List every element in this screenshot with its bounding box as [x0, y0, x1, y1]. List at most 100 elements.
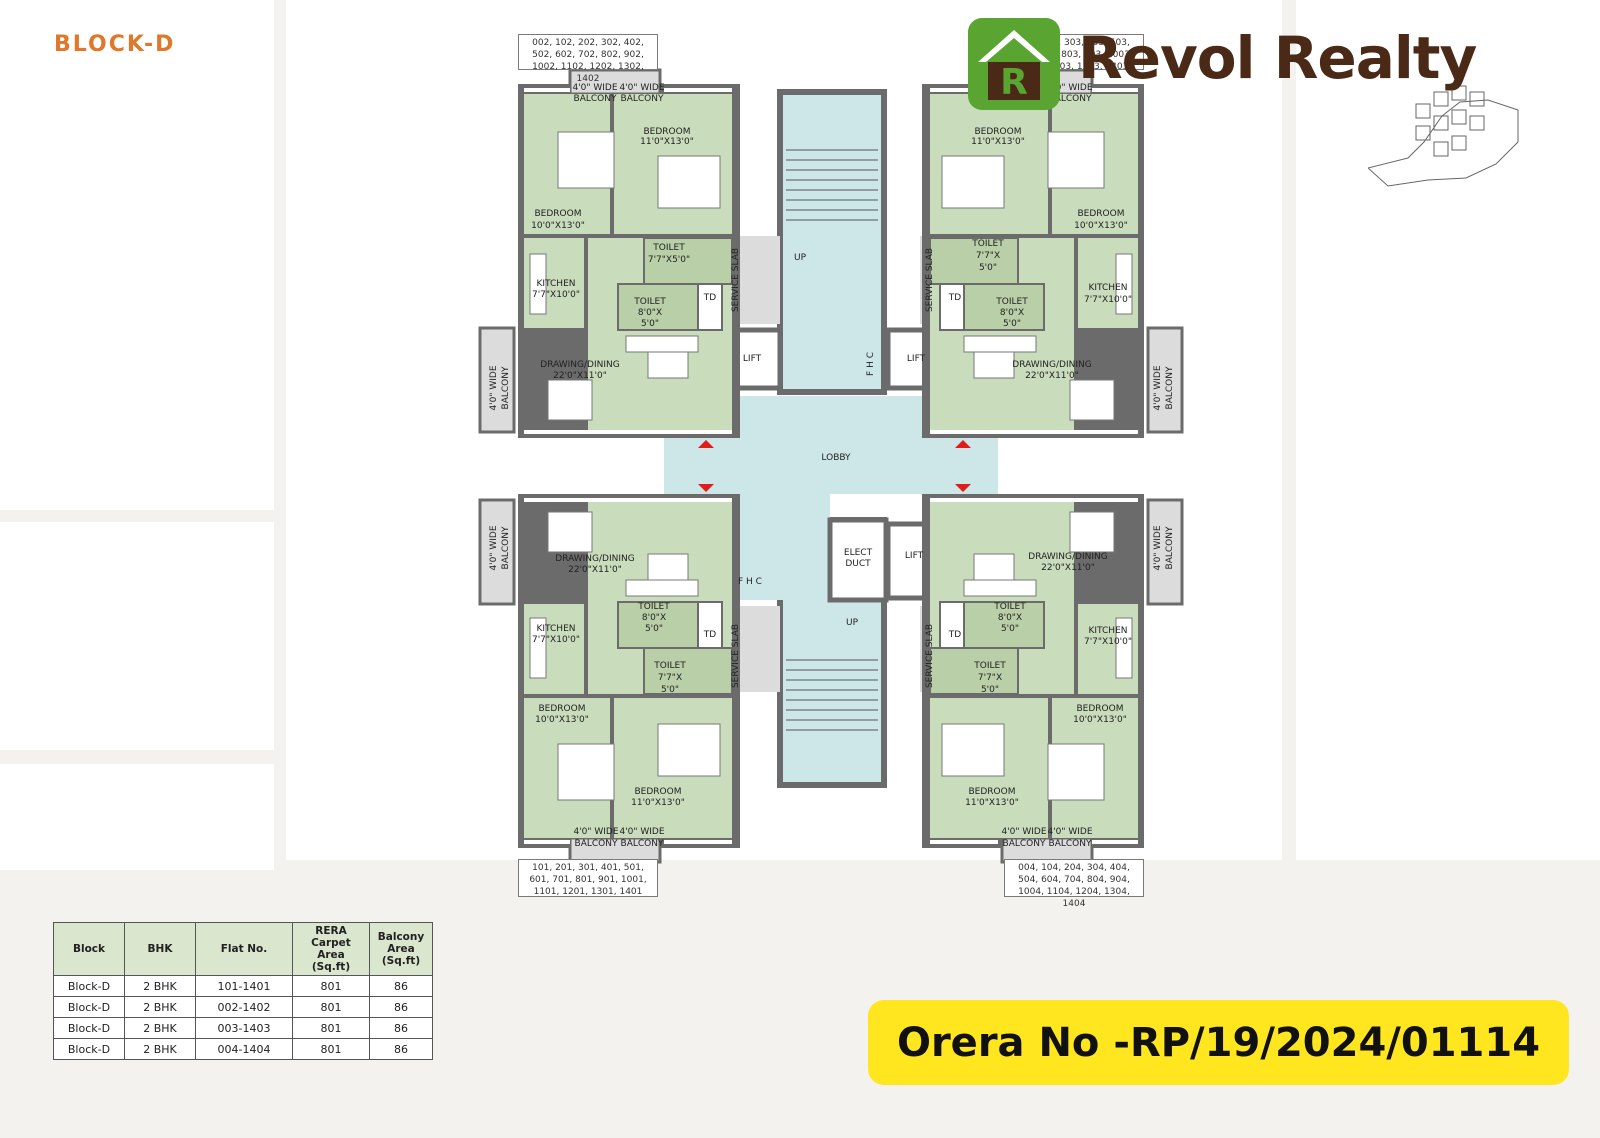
balcony-label: 4'0" WIDE — [1153, 365, 1163, 410]
balcony-label: 4'0" WIDE — [572, 83, 617, 93]
lobby-label: LOBBY — [821, 453, 851, 463]
balcony-label: 4'0" WIDE — [1001, 827, 1046, 837]
elect-duct-label: ELECT — [844, 548, 873, 558]
room-label: BEDROOM — [635, 787, 682, 797]
col-header: BHK — [124, 922, 196, 976]
block-title: BLOCK-D — [54, 32, 176, 57]
room-dim: 5'0" — [1001, 624, 1019, 634]
flat-bottom-left — [478, 492, 742, 864]
balcony-label: 4'0" WIDE — [573, 827, 618, 837]
room-dim: 10'0"X13'0" — [1073, 715, 1127, 725]
flat-list-bottom-left: 101, 201, 301, 401, 501, 601, 701, 801, … — [518, 859, 658, 897]
service-slab-label: SERVICE SLAB — [731, 248, 741, 312]
room-label: TD — [703, 293, 716, 303]
room-dim: 7'7"X10'0" — [532, 635, 580, 645]
balcony-label: 4'0" WIDE — [489, 525, 499, 570]
fhc-label: F H C — [738, 577, 762, 587]
room-dim: 10'0"X13'0" — [1074, 221, 1128, 231]
cell: 801 — [292, 996, 370, 1018]
elect-duct — [827, 517, 889, 603]
room-dim: 7'7"X10'0" — [1084, 637, 1132, 647]
lift-label: LIFT — [905, 551, 924, 561]
room-dim: 5'0" — [979, 263, 997, 273]
area-table: Block BHK Flat No. RERA Carpet Area (Sq.… — [53, 922, 433, 1060]
table-row: Block-D 2 BHK 002-1402 801 86 — [53, 996, 433, 1018]
room-label: TOILET — [971, 239, 1004, 249]
balcony-label: BALCONY — [501, 366, 511, 409]
room-dim: 8'0"X — [638, 308, 662, 318]
room-dim: 11'0"X13'0" — [631, 798, 685, 808]
entry-arrow — [955, 440, 971, 448]
margin-panel-mid — [0, 522, 274, 750]
room-label: KITCHEN — [537, 279, 576, 289]
room-label: TOILET — [652, 243, 685, 253]
col-header: Flat No. — [195, 922, 293, 976]
cell: 86 — [369, 1038, 433, 1060]
cell: Block-D — [53, 996, 125, 1018]
room-dim: 22'0"X11'0" — [1025, 371, 1079, 381]
elect-duct-label: DUCT — [845, 559, 871, 569]
cell: 86 — [369, 975, 433, 997]
table-row: Block-D 2 BHK 004-1404 801 86 — [53, 1038, 433, 1060]
flat-list-top-left: 002, 102, 202, 302, 402, 502, 602, 702, … — [518, 34, 658, 84]
balcony-label: BALCONY — [1165, 366, 1175, 409]
house-icon: R — [978, 30, 1050, 103]
balcony-label: BALCONY — [1049, 839, 1092, 849]
balcony-label: 4'0" WIDE — [1047, 827, 1092, 837]
cell: 801 — [292, 1017, 370, 1039]
room-label: TOILET — [637, 602, 670, 612]
service-slab-label: SERVICE SLAB — [731, 624, 741, 688]
balcony-label: 4'0" WIDE — [489, 365, 499, 410]
room-label: BEDROOM — [1078, 209, 1125, 219]
room-dim: 11'0"X13'0" — [971, 137, 1025, 147]
room-label: DRAWING/DINING — [540, 360, 619, 370]
room-dim: 11'0"X13'0" — [965, 798, 1019, 808]
room-label: TOILET — [633, 297, 666, 307]
cell: 003-1403 — [195, 1017, 293, 1039]
room-label: TOILET — [995, 297, 1028, 307]
cell: 801 — [292, 1038, 370, 1060]
cell: 801 — [292, 975, 370, 997]
room-label: DRAWING/DINING — [555, 554, 634, 564]
cell: 2 BHK — [124, 975, 196, 997]
room-dim: 22'0"X11'0" — [553, 371, 607, 381]
balcony-label: BALCONY — [574, 94, 617, 104]
cell: 004-1404 — [195, 1038, 293, 1060]
service-slab-label: SERVICE SLAB — [925, 248, 935, 312]
cell: Block-D — [53, 1038, 125, 1060]
room-dim: 7'7"X10'0" — [532, 290, 580, 300]
room-label: DRAWING/DINING — [1028, 552, 1107, 562]
table-row: Block-D 2 BHK 003-1403 801 86 — [53, 1017, 433, 1039]
key-plan-icon — [1368, 85, 1519, 187]
floor-plan: LOBBY LIFT LIFT LIFT UP UP ELECT DUCT F … — [478, 68, 1184, 864]
room-label: BEDROOM — [975, 127, 1022, 137]
entry-arrow — [698, 440, 714, 448]
balcony-label: BALCONY — [621, 94, 664, 104]
room-dim: 5'0" — [645, 624, 663, 634]
room-dim: 5'0" — [661, 685, 679, 695]
cell: 2 BHK — [124, 1038, 196, 1060]
room-dim: 5'0" — [981, 685, 999, 695]
balcony-label: BALCONY — [1165, 526, 1175, 569]
room-dim: 5'0" — [1003, 319, 1021, 329]
lift-label: LIFT — [907, 354, 926, 364]
cell: 2 BHK — [124, 1017, 196, 1039]
room-label: BEDROOM — [535, 209, 582, 219]
room-dim: 7'7"X — [976, 251, 1000, 261]
lobby-vertical — [724, 440, 830, 600]
room-dim: 5'0" — [641, 319, 659, 329]
entry-arrow — [955, 484, 971, 492]
up-label: UP — [846, 618, 859, 628]
room-dim: 10'0"X13'0" — [531, 221, 585, 231]
cell: 2 BHK — [124, 996, 196, 1018]
balcony-label: BALCONY — [1049, 94, 1092, 104]
room-label: TD — [948, 630, 961, 640]
room-label: TOILET — [993, 602, 1026, 612]
col-header: Balcony Area (Sq.ft) — [369, 922, 433, 976]
brand-logo: R — [968, 18, 1060, 110]
room-label: TOILET — [973, 661, 1006, 671]
cell: Block-D — [53, 975, 125, 997]
cell: 86 — [369, 996, 433, 1018]
room-label: BEDROOM — [969, 787, 1016, 797]
room-dim: 11'0"X13'0" — [640, 137, 694, 147]
